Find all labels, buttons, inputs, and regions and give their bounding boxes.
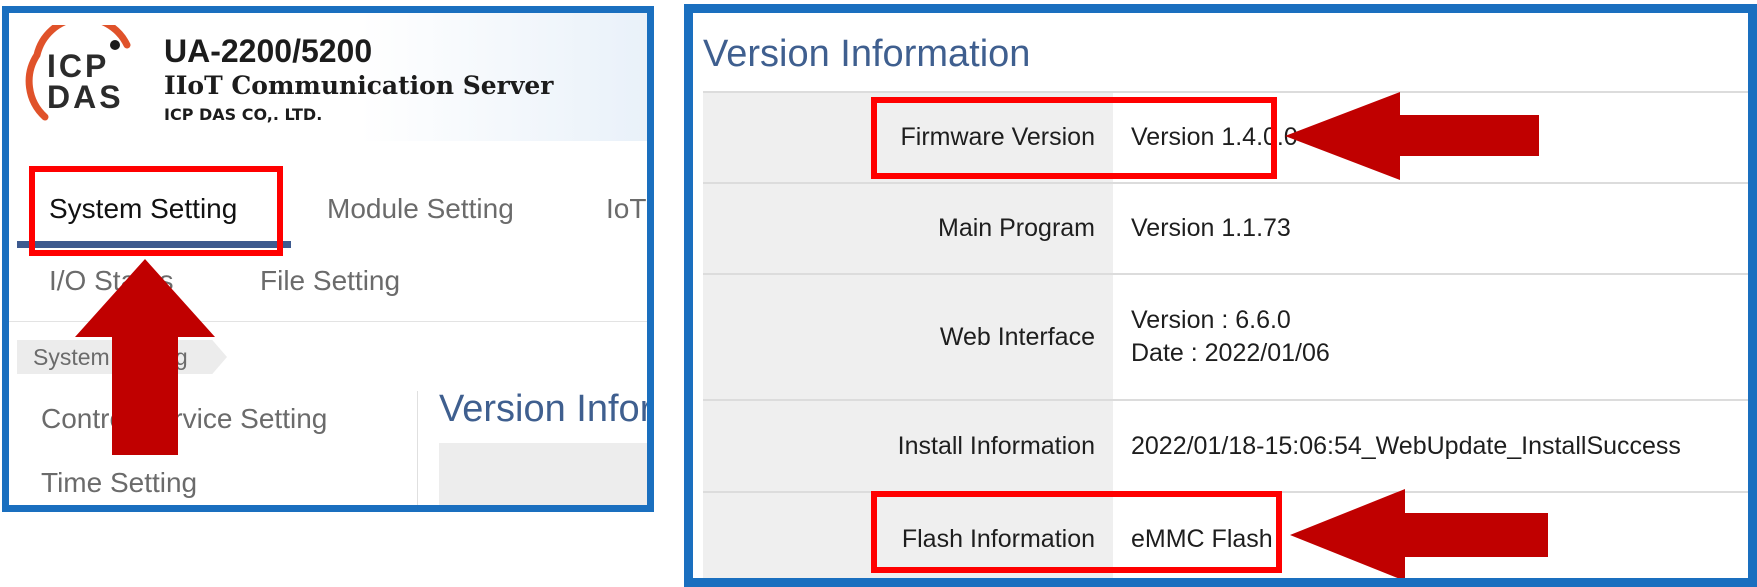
sidebar-item-time-setting[interactable]: Time Setting <box>41 467 198 498</box>
row-label: Main Program <box>703 184 1113 273</box>
row-value: Version : 6.6.0 Date : 2022/01/06 <box>1131 306 1330 367</box>
highlight-box-system-setting <box>29 166 283 256</box>
table-row-main-program: Main Program Version 1.1.73 <box>703 182 1748 273</box>
tab-iot[interactable]: IoT <box>606 193 647 224</box>
row-label: Firmware Version <box>703 93 1113 182</box>
highlight-box-firmware-version <box>871 97 1277 179</box>
content-table-partial-label: F <box>651 469 654 497</box>
logo-text: ICP DAS <box>47 48 124 115</box>
content-divider <box>417 391 418 505</box>
version-info-title: Version Information <box>703 33 1031 75</box>
left-arrow-icon <box>1290 489 1548 578</box>
icpdas-logo: ICP DAS <box>17 25 147 125</box>
row-label: Flash Information <box>703 493 1113 578</box>
table-row-firmware-version: Firmware Version Version 1.4.0.0 <box>703 91 1748 182</box>
row-label: Install Information <box>703 401 1113 491</box>
app-header: ICP DAS UA-2200/5200 IIoT Communication … <box>9 13 647 141</box>
right-screenshot-panel: Version Information Firmware Version Ver… <box>684 4 1757 587</box>
row-value: Version 1.1.73 <box>1131 214 1291 242</box>
nav-divider <box>9 321 647 322</box>
table-row-install-information: Install Information 2022/01/18-15:06:54_… <box>703 399 1748 491</box>
row-value: 2022/01/18-15:06:54_WebUpdate_InstallSuc… <box>1131 431 1681 460</box>
tab-module-setting[interactable]: Module Setting <box>327 193 514 224</box>
table-row-web-interface: Web Interface Version : 6.6.0 Date : 202… <box>703 273 1748 399</box>
left-arrow-icon <box>1285 92 1539 180</box>
product-subtitle: IIoT Communication Server <box>164 71 554 100</box>
content-title: Version Information <box>439 388 653 430</box>
active-tab-underline <box>17 241 291 248</box>
tab-system-setting[interactable]: System Setting <box>49 193 238 224</box>
tab-file-setting[interactable]: File Setting <box>260 265 401 296</box>
company-name: ICP DAS CO,. LTD. <box>164 105 323 124</box>
highlight-box-flash-information <box>871 491 1282 573</box>
row-label: Web Interface <box>703 275 1113 399</box>
content-table-preview: F <box>439 443 654 505</box>
sidebar-item-control-service-setting[interactable]: Control Service Setting <box>41 403 328 434</box>
row-value: Version 1.4.0.0 <box>1131 123 1298 151</box>
left-screenshot-panel: ICP DAS UA-2200/5200 IIoT Communication … <box>2 6 654 512</box>
version-info-table: Firmware Version Version 1.4.0.0 Main Pr… <box>703 91 1748 578</box>
product-title: UA-2200/5200 <box>164 33 373 69</box>
row-value: eMMC Flash <box>1131 524 1273 553</box>
up-arrow-icon <box>75 259 215 459</box>
